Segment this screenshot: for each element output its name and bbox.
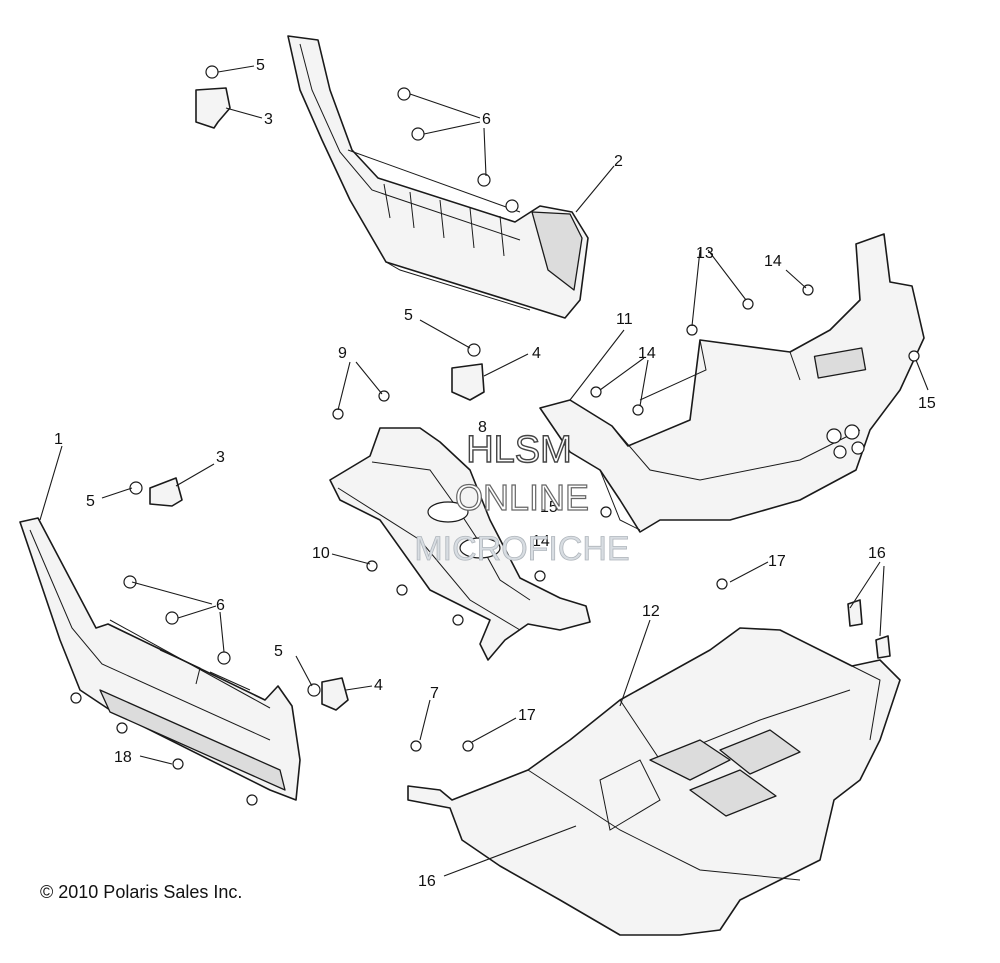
callout-3-mid: 3 (216, 449, 225, 466)
watermark: HLSM ONLINE MICROFICHE (414, 428, 630, 568)
bracket-4-low (321, 677, 349, 711)
bracket-3-mid (149, 477, 183, 507)
callout-15-mid: 15 (540, 499, 558, 516)
callout-1: 1 (54, 431, 63, 448)
callout-14-low: 14 (532, 533, 550, 550)
callout-17-low: 17 (518, 707, 536, 724)
callout-5-left: 5 (86, 493, 95, 510)
callout-11: 11 (616, 311, 633, 328)
callout-10: 10 (312, 545, 330, 562)
part-2-upper-rocker (287, 35, 589, 319)
callout-6-top: 6 (482, 111, 491, 128)
callout-17-right: 17 (768, 553, 786, 570)
callout-16-bottom: 16 (418, 873, 436, 890)
callout-3-top: 3 (264, 111, 273, 128)
callout-4-low: 4 (374, 677, 383, 694)
watermark-line-3: MICROFICHE (414, 530, 629, 568)
callout-8: 8 (478, 419, 487, 436)
part-11-rear-bulkhead (539, 233, 925, 533)
part-1-lower-rocker (19, 517, 301, 801)
fasteners (70, 65, 920, 806)
callout-16-right: 16 (868, 545, 886, 562)
watermark-line-1: HLSM (466, 429, 572, 471)
callout-5-top: 5 (256, 57, 265, 74)
callout-13: 13 (696, 245, 714, 262)
callout-labels: 1 2 3 3 4 4 5 5 5 5 6 6 7 8 9 10 11 12 1… (54, 57, 936, 890)
bracket-3-top (195, 87, 231, 129)
callout-12: 12 (642, 603, 660, 620)
part-12-floor-pan (407, 627, 901, 936)
callout-4-mid: 4 (532, 345, 541, 362)
callout-2: 2 (614, 153, 623, 170)
callout-6-low: 6 (216, 597, 225, 614)
bracket-16-right (847, 599, 891, 659)
leader-lines (39, 65, 929, 877)
watermark-line-2: ONLINE (455, 477, 589, 518)
callout-14-top: 14 (764, 253, 782, 270)
callout-9: 9 (338, 345, 347, 362)
copyright-notice: © 2010 Polaris Sales Inc. (40, 882, 243, 902)
callout-7: 7 (430, 685, 439, 702)
callout-5-low: 5 (274, 643, 283, 660)
part-8-center-console (329, 427, 591, 661)
callout-18: 18 (114, 749, 132, 766)
bracket-4-mid (451, 363, 485, 401)
callout-5-mid: 5 (404, 307, 413, 324)
callout-15-right: 15 (918, 395, 936, 412)
callout-14-mid: 14 (638, 345, 656, 362)
